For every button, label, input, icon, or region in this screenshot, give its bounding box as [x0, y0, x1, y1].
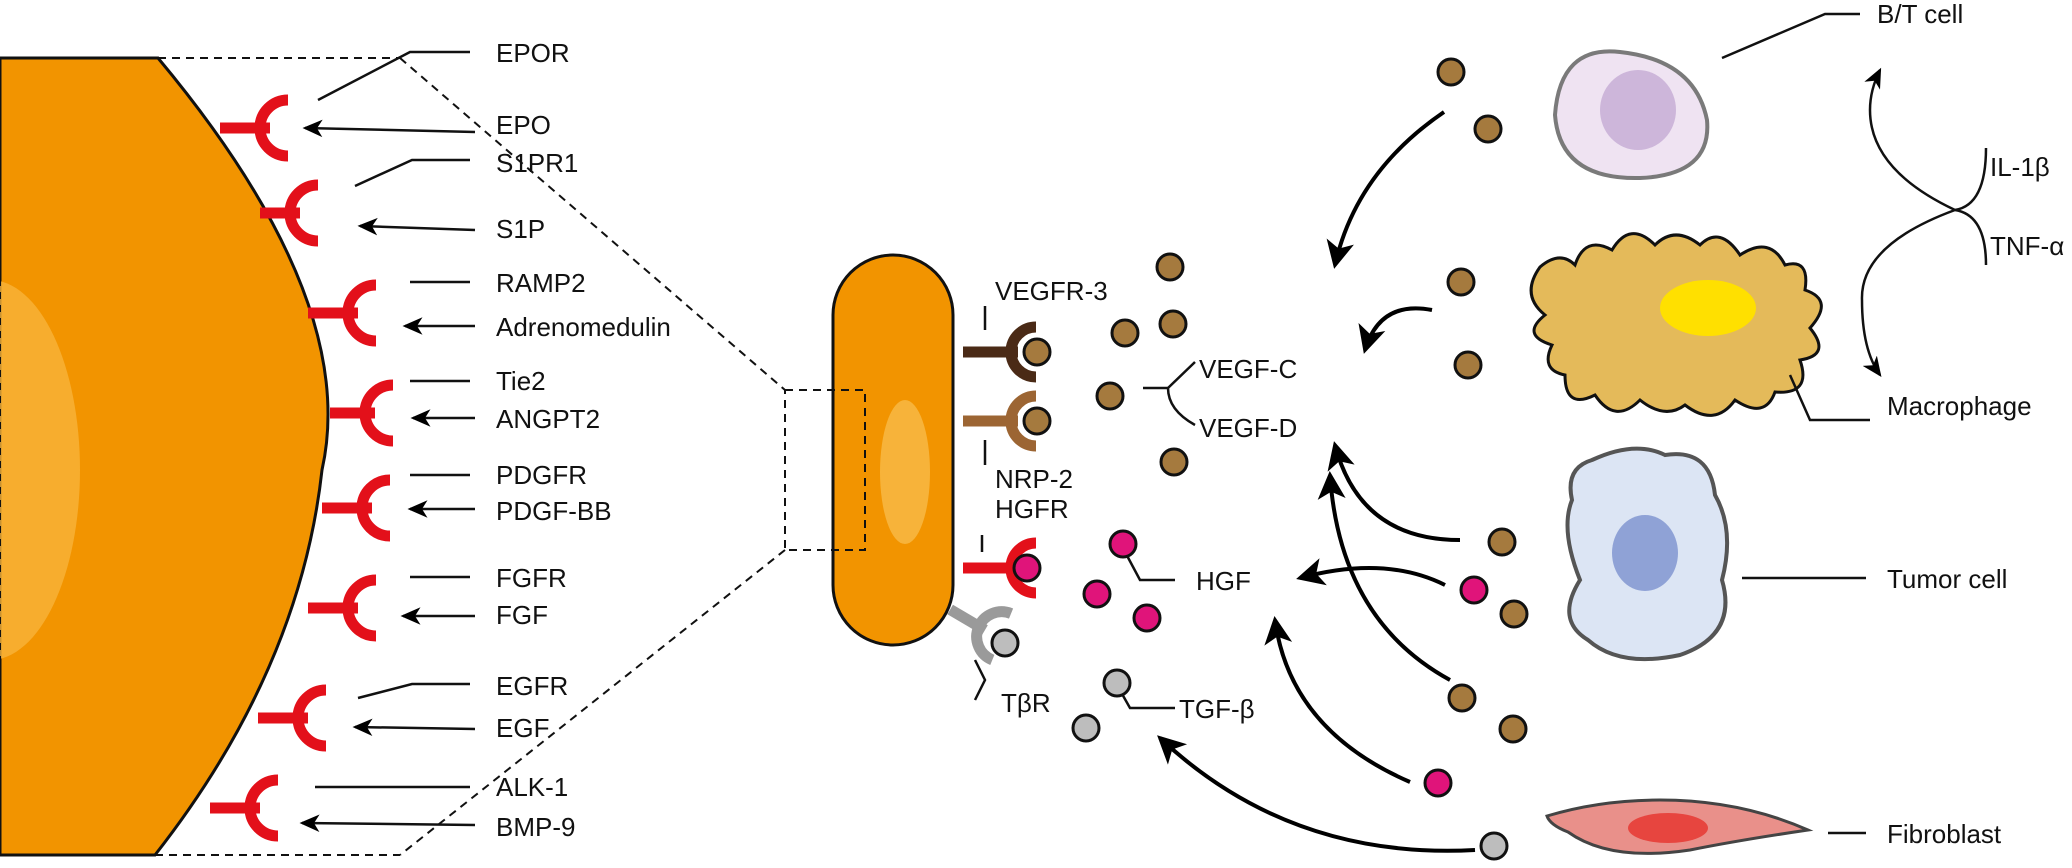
vegf-molecule: [1158, 309, 1188, 339]
label-fibroblast: Fibroblast: [1887, 819, 2002, 849]
label-tbr: TβR: [1001, 688, 1051, 718]
label-adrenomedulin: Adrenomedulin: [496, 312, 671, 342]
label-vegfd: VEGF-D: [1199, 413, 1297, 443]
label-bt-cell: B/T cell: [1877, 0, 1963, 29]
receptor-pdgfr: [322, 474, 391, 542]
label-macrophage: Macrophage: [1887, 391, 2032, 421]
label-s1pr1: S1PR1: [496, 148, 578, 178]
vegf-molecule: [1095, 381, 1125, 411]
label-nrp2: NRP-2: [995, 464, 1073, 494]
label-ramp2: RAMP2: [496, 268, 586, 298]
receptor-s1pr1: [260, 179, 319, 247]
cell-leaders: [1721, 12, 1988, 835]
receptor-epor: [220, 94, 289, 162]
enlarged-endothelial-cell: [0, 56, 330, 857]
vegf-molecule: [1436, 57, 1466, 87]
label-pdgfr: PDGFR: [496, 460, 587, 490]
label-vegfr3: VEGFR-3: [995, 276, 1108, 306]
label-tumor-cell: Tumor cell: [1887, 564, 2007, 594]
receptor-egfr: [258, 684, 327, 752]
arrow-fibroblast-to-tgf: [1157, 735, 1476, 853]
label-tnfa: TNF-α: [1990, 231, 2064, 261]
label-angpt2: ANGPT2: [496, 404, 600, 434]
center-leaders: [973, 306, 1196, 710]
vegf-molecule: [1498, 714, 1528, 744]
macrophage-cell: [1529, 232, 1823, 417]
bound-hgf: [1012, 553, 1042, 583]
bound-vegf: [1022, 337, 1052, 367]
bound-tgf: [990, 628, 1020, 658]
bound-vegf: [1022, 406, 1052, 436]
label-egfr: EGFR: [496, 671, 568, 701]
receptor-leaders: [299, 50, 476, 832]
vegf-molecule: [1446, 267, 1476, 297]
hgf-molecule: [1132, 603, 1162, 633]
vegf-molecule: [1453, 350, 1483, 380]
label-fgf: FGF: [496, 600, 548, 630]
vegf-molecule: [1473, 114, 1503, 144]
secretion-arrows: [1157, 110, 1476, 853]
label-egf: EGF: [496, 713, 549, 743]
vegf-molecule: [1447, 683, 1477, 713]
label-epo: EPO: [496, 110, 551, 140]
label-fgfr: FGFR: [496, 563, 567, 593]
receptor-tbr: [947, 604, 1014, 666]
label-alk1: ALK-1: [496, 772, 568, 802]
tumor-cell: [1565, 446, 1730, 662]
label-hgf: HGF: [1196, 566, 1251, 596]
label-il1b: IL-1β: [1990, 152, 2050, 182]
receptor-nrp2: [963, 390, 1037, 452]
arrow-tumor-to-hgf: [1296, 558, 1446, 587]
label-pdgf-bb: PDGF-BB: [496, 496, 612, 526]
arrow-tumor-to-vegf-1: [1327, 441, 1461, 542]
receptor-fgfr: [308, 574, 377, 642]
label-bmp9: BMP-9: [496, 812, 575, 842]
tgf-molecule: [1479, 831, 1509, 861]
vegf-molecule: [1159, 447, 1189, 477]
fibroblast-cell: [1545, 798, 1814, 855]
center-receptors: [947, 321, 1037, 666]
vegf-molecule: [1499, 599, 1529, 629]
vegf-molecule: [1110, 318, 1140, 348]
tgf-molecule: [1071, 713, 1101, 743]
vegf-molecule: [1487, 527, 1517, 557]
center-labels: VEGFR-3 NRP-2 HGFR TβR VEGF-C VEGF-D HGF…: [995, 276, 1297, 724]
hgf-molecule: [1108, 529, 1138, 559]
hgf-molecule: [1423, 768, 1453, 798]
label-epor: EPOR: [496, 38, 570, 68]
hgf-molecule: [1459, 575, 1489, 605]
label-tgfb: TGF-β: [1179, 694, 1255, 724]
receptor-vegfr3: [963, 321, 1037, 383]
arrow-bt-to-vegf: [1326, 110, 1446, 269]
tgf-molecule: [1102, 668, 1132, 698]
bt-cell: [1552, 49, 1710, 181]
lymphatic-endothelial-cell: [784, 253, 955, 647]
free-ligands: [1071, 252, 1189, 743]
receptor-hgfr: [963, 537, 1037, 599]
receptor-labels: EPOR EPO S1PR1 S1P RAMP2 Adrenomedulin T…: [496, 38, 671, 842]
receptor-ramp2: [308, 279, 377, 347]
vegf-molecule: [1155, 252, 1185, 282]
receptor-tie2: [330, 379, 394, 447]
secreted-ligands: [1423, 57, 1529, 861]
cell-labels: B/T cell Macrophage Tumor cell Fibroblas…: [1877, 0, 2064, 849]
bound-ligands: [990, 337, 1052, 658]
label-s1p: S1P: [496, 214, 545, 244]
arrow-tumor-to-vegf-2: [1317, 471, 1451, 682]
receptor-column: [210, 94, 394, 842]
label-hgfr: HGFR: [995, 494, 1069, 524]
receptor-alk1: [210, 774, 279, 842]
arrow-fibroblast-to-hgf: [1264, 616, 1411, 784]
label-tie2: Tie2: [496, 366, 546, 396]
arrow-macrophage-to-vegf: [1358, 306, 1433, 354]
label-vegfc: VEGF-C: [1199, 354, 1297, 384]
hgf-molecule: [1082, 579, 1112, 609]
